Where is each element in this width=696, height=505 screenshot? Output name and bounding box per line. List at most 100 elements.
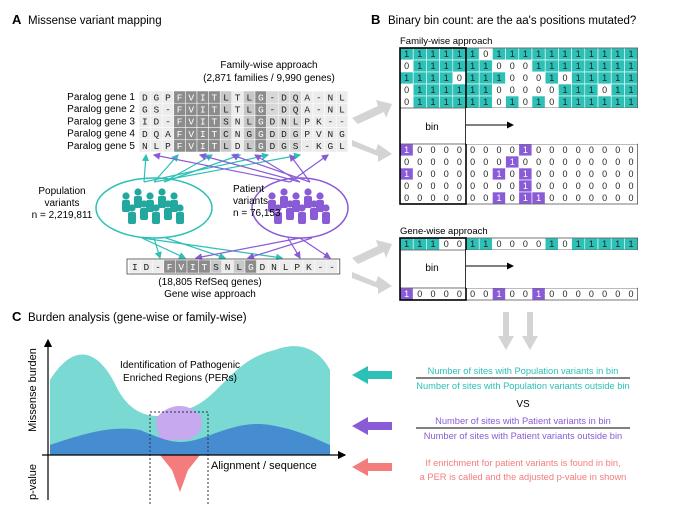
bin-value: 0 [457, 157, 462, 167]
bin-value: 0 [496, 61, 501, 71]
bin-value: 0 [576, 289, 581, 299]
gene-row-border [126, 258, 341, 275]
alignment-residue: L [246, 141, 252, 152]
person-body [170, 200, 178, 212]
bin-value: 1 [628, 73, 633, 83]
alignment-residue: G [258, 117, 264, 128]
panel-a-title: Missense variant mapping [28, 15, 162, 27]
alignment-residue: S [293, 141, 299, 152]
patient-ratio-denominator: Number of sites with Patient variants ou… [424, 431, 622, 441]
person-head [134, 188, 142, 196]
mapping-arrow [198, 153, 301, 183]
bin-value: 1 [615, 73, 620, 83]
bin-value: 0 [470, 169, 475, 179]
alignment-residue: G [281, 141, 287, 152]
bin-value: 0 [444, 289, 449, 299]
person-head [146, 192, 154, 200]
person-body [164, 208, 172, 220]
alignment-residue: D [270, 141, 276, 152]
bin-value: 0 [483, 193, 488, 203]
bin-value: 1 [404, 73, 409, 83]
bin-value: 0 [628, 145, 633, 155]
person-body [140, 208, 148, 220]
bin-value: 1 [615, 85, 620, 95]
population-label: Population [38, 186, 85, 197]
bin-value: 1 [417, 61, 422, 71]
bin-value: 1 [602, 239, 607, 249]
person-head [122, 192, 130, 200]
alignment-residue: F [177, 117, 183, 128]
bin-value: 1 [483, 85, 488, 95]
alignment-residue: T [212, 92, 218, 103]
panel-c-title: Burden analysis (gene-wise or family-wis… [28, 312, 247, 324]
bin-value: 0 [444, 239, 449, 249]
bin-value: 1 [430, 97, 435, 107]
variant-mapping-arrows-lower [141, 237, 331, 261]
person-body [176, 212, 184, 224]
bin-value: 0 [417, 169, 422, 179]
bin-value: 0 [562, 181, 567, 191]
bin-value: 1 [549, 61, 554, 71]
alignment-residue: D [154, 117, 160, 128]
bin-value: 0 [457, 239, 462, 249]
bin-gap [466, 108, 638, 144]
bin-value: 1 [562, 85, 567, 95]
alignment-residue: L [246, 92, 252, 103]
bin-value: 0 [602, 181, 607, 191]
bin-value: 0 [602, 193, 607, 203]
bin-value: 1 [417, 239, 422, 249]
alignment-residue: Q [293, 105, 299, 116]
gene-residue: I [132, 262, 138, 273]
bin-label: bin [425, 122, 438, 133]
bin-value: 0 [628, 157, 633, 167]
bin-value: 0 [483, 145, 488, 155]
bin-value: 0 [523, 239, 528, 249]
alignment-residue: - [270, 105, 276, 116]
alignment-residue: I [200, 92, 206, 103]
alignment-residue: - [270, 92, 276, 103]
alignment-residue: - [304, 141, 310, 152]
alignment-residue: G [246, 129, 252, 140]
population-ratio-numerator: Number of sites with Population variants… [428, 366, 619, 376]
bin-value: 0 [615, 145, 620, 155]
gene-residue: L [236, 262, 242, 273]
alignment-residue: Q [154, 129, 160, 140]
bin-value: 0 [536, 145, 541, 155]
bin-value: 1 [576, 61, 581, 71]
person-head [152, 204, 160, 212]
bin-value: 0 [404, 61, 409, 71]
bin-value: 0 [589, 289, 594, 299]
person-head [128, 204, 136, 212]
bin-value: 0 [562, 157, 567, 167]
bin-value: 0 [562, 193, 567, 203]
bin-value: 1 [523, 181, 528, 191]
bin-value: 1 [549, 49, 554, 59]
alignment-residue: N [281, 117, 287, 128]
alignment-residue: D [270, 129, 276, 140]
patient-burden-area [50, 423, 330, 455]
alignment-residue: S [223, 117, 229, 128]
alignment-residue: T [212, 105, 218, 116]
alignment-residue: V [188, 117, 194, 128]
alignment-residue: K [316, 141, 322, 152]
person-head [140, 200, 148, 208]
bin-value: 1 [470, 49, 475, 59]
alignment-residue: D [281, 129, 287, 140]
alignment-residue: L [339, 92, 345, 103]
alignment-residue: - [316, 92, 322, 103]
person-head [280, 188, 288, 196]
paralog-label: Paralog gene 3 [67, 116, 135, 127]
bin-value: 0 [483, 49, 488, 59]
person-head [158, 188, 166, 196]
bin-value: 1 [602, 97, 607, 107]
panel-b-title: Binary bin count: are the aa's positions… [388, 15, 636, 27]
bin-value: 0 [457, 289, 462, 299]
alignment-residue: G [258, 141, 264, 152]
vs-label: VS [516, 399, 530, 410]
bin-value: 1 [589, 73, 594, 83]
alignment-residue: N [235, 117, 241, 128]
bin-value: 1 [510, 157, 515, 167]
bin-value: 1 [562, 61, 567, 71]
